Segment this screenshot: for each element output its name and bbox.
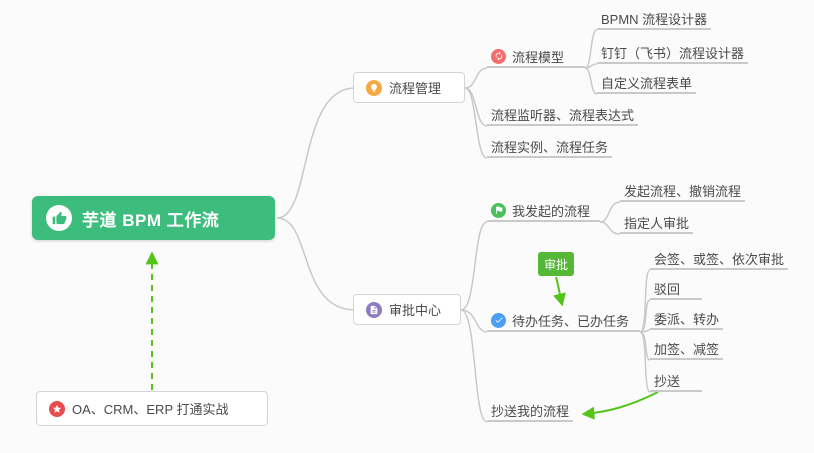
topic-label: 抄送 [654, 373, 681, 389]
relationship-arrows [145, 251, 659, 420]
topic-label: OA、CRM、ERP 打通实战 [72, 402, 229, 417]
topic-reject[interactable]: 驳回 [650, 278, 702, 300]
topic-label: 驳回 [654, 281, 681, 297]
topic-cc-my-process[interactable]: 抄送我的流程 [487, 400, 574, 422]
topic-bpmn-designer[interactable]: BPMN 流程设计器 [597, 8, 712, 30]
topic-label: 指定人审批 [624, 215, 690, 231]
lightbulb-icon [366, 79, 382, 96]
star-icon [49, 400, 65, 417]
topic-label: 我发起的流程 [512, 203, 591, 219]
root-topic[interactable]: 芋道 BPM 工作流 [32, 196, 275, 240]
branch-connectors [276, 29, 651, 423]
approval-arrow-badge[interactable]: 审批 [538, 252, 574, 276]
thumbs-up-icon [46, 205, 72, 231]
root-topic-label: 芋道 BPM 工作流 [82, 210, 220, 230]
topic-custom-form[interactable]: 自定义流程表单 [597, 72, 697, 94]
topic-label: 钉钉（飞书）流程设计器 [601, 45, 745, 61]
topic-dingtalk-designer[interactable]: 钉钉（飞书）流程设计器 [597, 42, 749, 64]
cc-flow-arrow [581, 391, 659, 420]
topic-sign-adjust[interactable]: 加签、减签 [650, 338, 724, 360]
topic-label: 加签、减签 [654, 341, 720, 357]
topic-label: 待办任务、已办任务 [512, 313, 630, 329]
topic-approval-center[interactable]: 审批中心 [353, 294, 461, 325]
topic-label: 流程模型 [512, 49, 565, 65]
document-icon [366, 301, 382, 318]
topic-cc[interactable]: 抄送 [650, 370, 702, 392]
topic-initiate-cancel[interactable]: 发起流程、撤销流程 [620, 180, 746, 202]
topic-integration-practice[interactable]: OA、CRM、ERP 打通实战 [36, 391, 268, 426]
topic-label: 委派、转办 [654, 311, 720, 327]
check-icon [491, 312, 506, 328]
topic-label: 审批中心 [389, 303, 442, 318]
topic-delegate-transfer[interactable]: 委派、转办 [650, 308, 724, 330]
topic-countersign[interactable]: 会签、或签、依次审批 [650, 248, 789, 270]
topic-process-management[interactable]: 流程管理 [353, 72, 465, 103]
topic-listener-expression[interactable]: 流程监听器、流程表达式 [487, 104, 639, 126]
topic-label: 流程监听器、流程表达式 [491, 107, 635, 123]
topic-my-initiated[interactable]: 我发起的流程 [487, 200, 600, 222]
topic-label: 流程实例、流程任务 [491, 139, 609, 155]
topic-label: 抄送我的流程 [491, 403, 570, 419]
approval-flow-arrow [553, 276, 566, 307]
badge-label: 审批 [543, 257, 568, 272]
topic-label: 会签、或签、依次审批 [654, 251, 785, 267]
topic-todo-done-tasks[interactable]: 待办任务、已办任务 [487, 310, 640, 332]
topic-assignee-approval[interactable]: 指定人审批 [620, 212, 694, 234]
topic-label: 发起流程、撤销流程 [624, 183, 742, 199]
topic-label: BPMN 流程设计器 [601, 11, 708, 27]
topic-instance-task[interactable]: 流程实例、流程任务 [487, 136, 613, 158]
flag-icon [491, 202, 506, 218]
topic-process-model[interactable]: 流程模型 [487, 46, 585, 68]
topic-label: 流程管理 [389, 81, 442, 96]
refresh-icon [491, 48, 506, 64]
topic-label: 自定义流程表单 [601, 75, 693, 91]
